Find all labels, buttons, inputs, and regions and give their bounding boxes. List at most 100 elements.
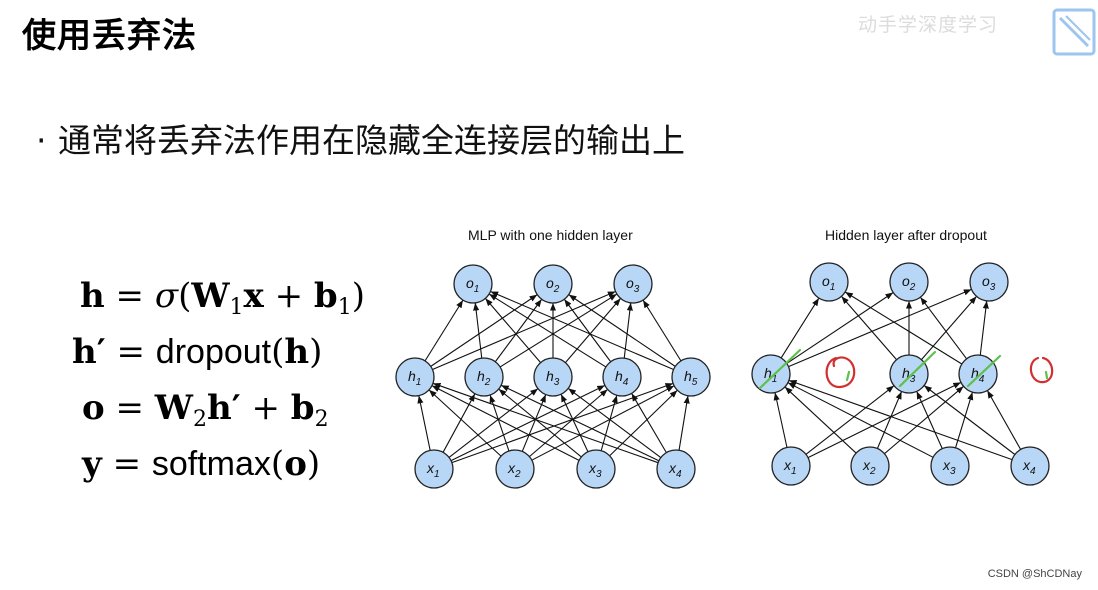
right-node-o1: o1 <box>809 262 849 302</box>
svg-text:h1: h1 <box>408 368 421 388</box>
right-node-h3: h3 <box>889 354 929 394</box>
svg-text:h1: h1 <box>764 365 777 385</box>
svg-text:x3: x3 <box>588 460 602 480</box>
right-edge-out-2-1 <box>919 296 968 360</box>
left-edge-in-1-2 <box>521 394 547 452</box>
bullet-dot: · <box>36 121 47 160</box>
left-edge-out-4-2 <box>642 299 682 362</box>
right-edge-out-0-0 <box>780 297 820 359</box>
right-edge-in-2-2 <box>955 392 974 448</box>
svg-text:x4: x4 <box>1022 457 1036 477</box>
left-edge-out-3-0 <box>488 293 607 368</box>
right-edge-out-0-1 <box>786 292 894 364</box>
left-edge-out-0-1 <box>430 294 538 367</box>
right-edge-out-1-0 <box>841 295 897 361</box>
svg-text:x1: x1 <box>783 457 797 477</box>
right-node-h4: h4 <box>958 354 998 394</box>
left-edge-out-4-1 <box>568 294 676 367</box>
left-node-o3: o3 <box>613 264 653 304</box>
diagram-left-title: MLP with one hidden layer <box>468 227 633 243</box>
credit-text: CSDN @ShCDNay <box>987 568 1082 580</box>
annotation-strike-h1 <box>758 348 802 390</box>
annotation-strike-h3 <box>898 350 937 388</box>
diagram-right-title: Hidden layer after dropout <box>825 227 987 243</box>
left-edge-in-2-3 <box>600 395 618 451</box>
right-edge-out-0-2 <box>788 288 972 368</box>
left-edge-out-0-0 <box>424 299 464 362</box>
left-edge-in-0-2 <box>448 388 539 458</box>
svg-text:h3: h3 <box>546 368 560 388</box>
left-node-h1: h1 <box>395 357 435 397</box>
right-edge-in-0-2 <box>807 381 962 459</box>
left-edge-in-1-4 <box>531 385 675 461</box>
left-edge-in-3-3 <box>631 393 667 453</box>
left-edge-in-0-1 <box>442 393 476 453</box>
left-edge-in-3-0 <box>432 382 659 464</box>
left-edge-in-2-1 <box>498 388 582 458</box>
right-edge-in-0-1 <box>805 385 895 455</box>
equation-hidden: h = σ(W1x + b1) <box>80 276 365 320</box>
left-node-x1: x1 <box>414 449 454 489</box>
page-title: 使用丢弃法 <box>22 16 197 56</box>
right-edge-in-1-0 <box>784 386 857 454</box>
equation-output: o = W2h′ + b2 <box>82 388 329 432</box>
right-edge-in-3-2 <box>986 390 1022 450</box>
left-edge-out-2-0 <box>484 298 542 363</box>
left-node-h5: h5 <box>671 357 711 397</box>
annotation-mark-h5 <box>1044 370 1049 380</box>
right-node-h1: h1 <box>751 354 791 394</box>
equation-softmax: y = softmax(o) <box>82 444 321 484</box>
right-node-x2: x2 <box>850 446 890 486</box>
left-edge-out-4-0 <box>490 290 674 371</box>
svg-text:x2: x2 <box>507 460 521 480</box>
left-edge-out-1-2 <box>499 293 618 368</box>
annotation-circle-h5 <box>1029 356 1054 384</box>
left-node-x3: x3 <box>576 449 616 489</box>
svg-text:o3: o3 <box>982 273 996 293</box>
right-node-x4: x4 <box>1010 446 1050 486</box>
right-edge-in-1-1 <box>876 391 903 449</box>
svg-text:o2: o2 <box>546 275 560 295</box>
right-edge-in-2-1 <box>916 391 943 449</box>
left-node-x4: x4 <box>656 449 696 489</box>
svg-text:o2: o2 <box>902 273 916 293</box>
left-edge-in-2-2 <box>560 393 589 453</box>
annotation-mark-h2 <box>845 370 851 382</box>
bullet-text: 通常将丢弃法作用在隐藏全连接层的输出上 <box>58 121 685 160</box>
bullet-point: · 通常将丢弃法作用在隐藏全连接层的输出上 <box>36 114 685 162</box>
right-edge-in-3-0 <box>788 379 1013 461</box>
svg-text:h4: h4 <box>615 368 629 388</box>
svg-text:h2: h2 <box>477 368 491 388</box>
left-edge-out-1-0 <box>473 302 483 359</box>
left-edge-out-2-2 <box>564 298 622 363</box>
right-node-o2: o2 <box>889 262 929 302</box>
svg-text:o1: o1 <box>466 275 479 295</box>
svg-text:x4: x4 <box>668 460 682 480</box>
left-edge-in-2-0 <box>431 385 580 461</box>
watermark: 动手学深度学习 <box>858 14 999 36</box>
svg-text:o1: o1 <box>822 273 835 293</box>
left-edge-in-3-4 <box>678 395 690 451</box>
left-node-h3: h3 <box>533 357 573 397</box>
svg-text:x3: x3 <box>942 457 956 477</box>
right-node-o3: o3 <box>969 262 1009 302</box>
svg-text:h4: h4 <box>971 365 985 385</box>
annotation-strike-h4 <box>966 354 1002 388</box>
svg-text:x2: x2 <box>862 457 876 477</box>
right-edge-in-2-0 <box>787 382 934 458</box>
right-node-x3: x3 <box>930 446 970 486</box>
left-edge-in-2-4 <box>609 389 678 457</box>
svg-text:x1: x1 <box>426 460 440 480</box>
svg-text:h5: h5 <box>684 368 698 388</box>
right-edge-out-1-2 <box>921 295 977 361</box>
left-node-x2: x2 <box>495 449 535 489</box>
left-edge-in-1-3 <box>529 388 608 458</box>
svg-text:h3: h3 <box>902 365 916 385</box>
annotation-circle-h2 <box>825 356 856 389</box>
left-edge-in-3-2 <box>567 387 662 459</box>
left-node-h2: h2 <box>464 357 504 397</box>
left-edge-in-0-0 <box>417 395 431 451</box>
right-node-x1: x1 <box>771 446 811 486</box>
left-node-o2: o2 <box>533 264 573 304</box>
